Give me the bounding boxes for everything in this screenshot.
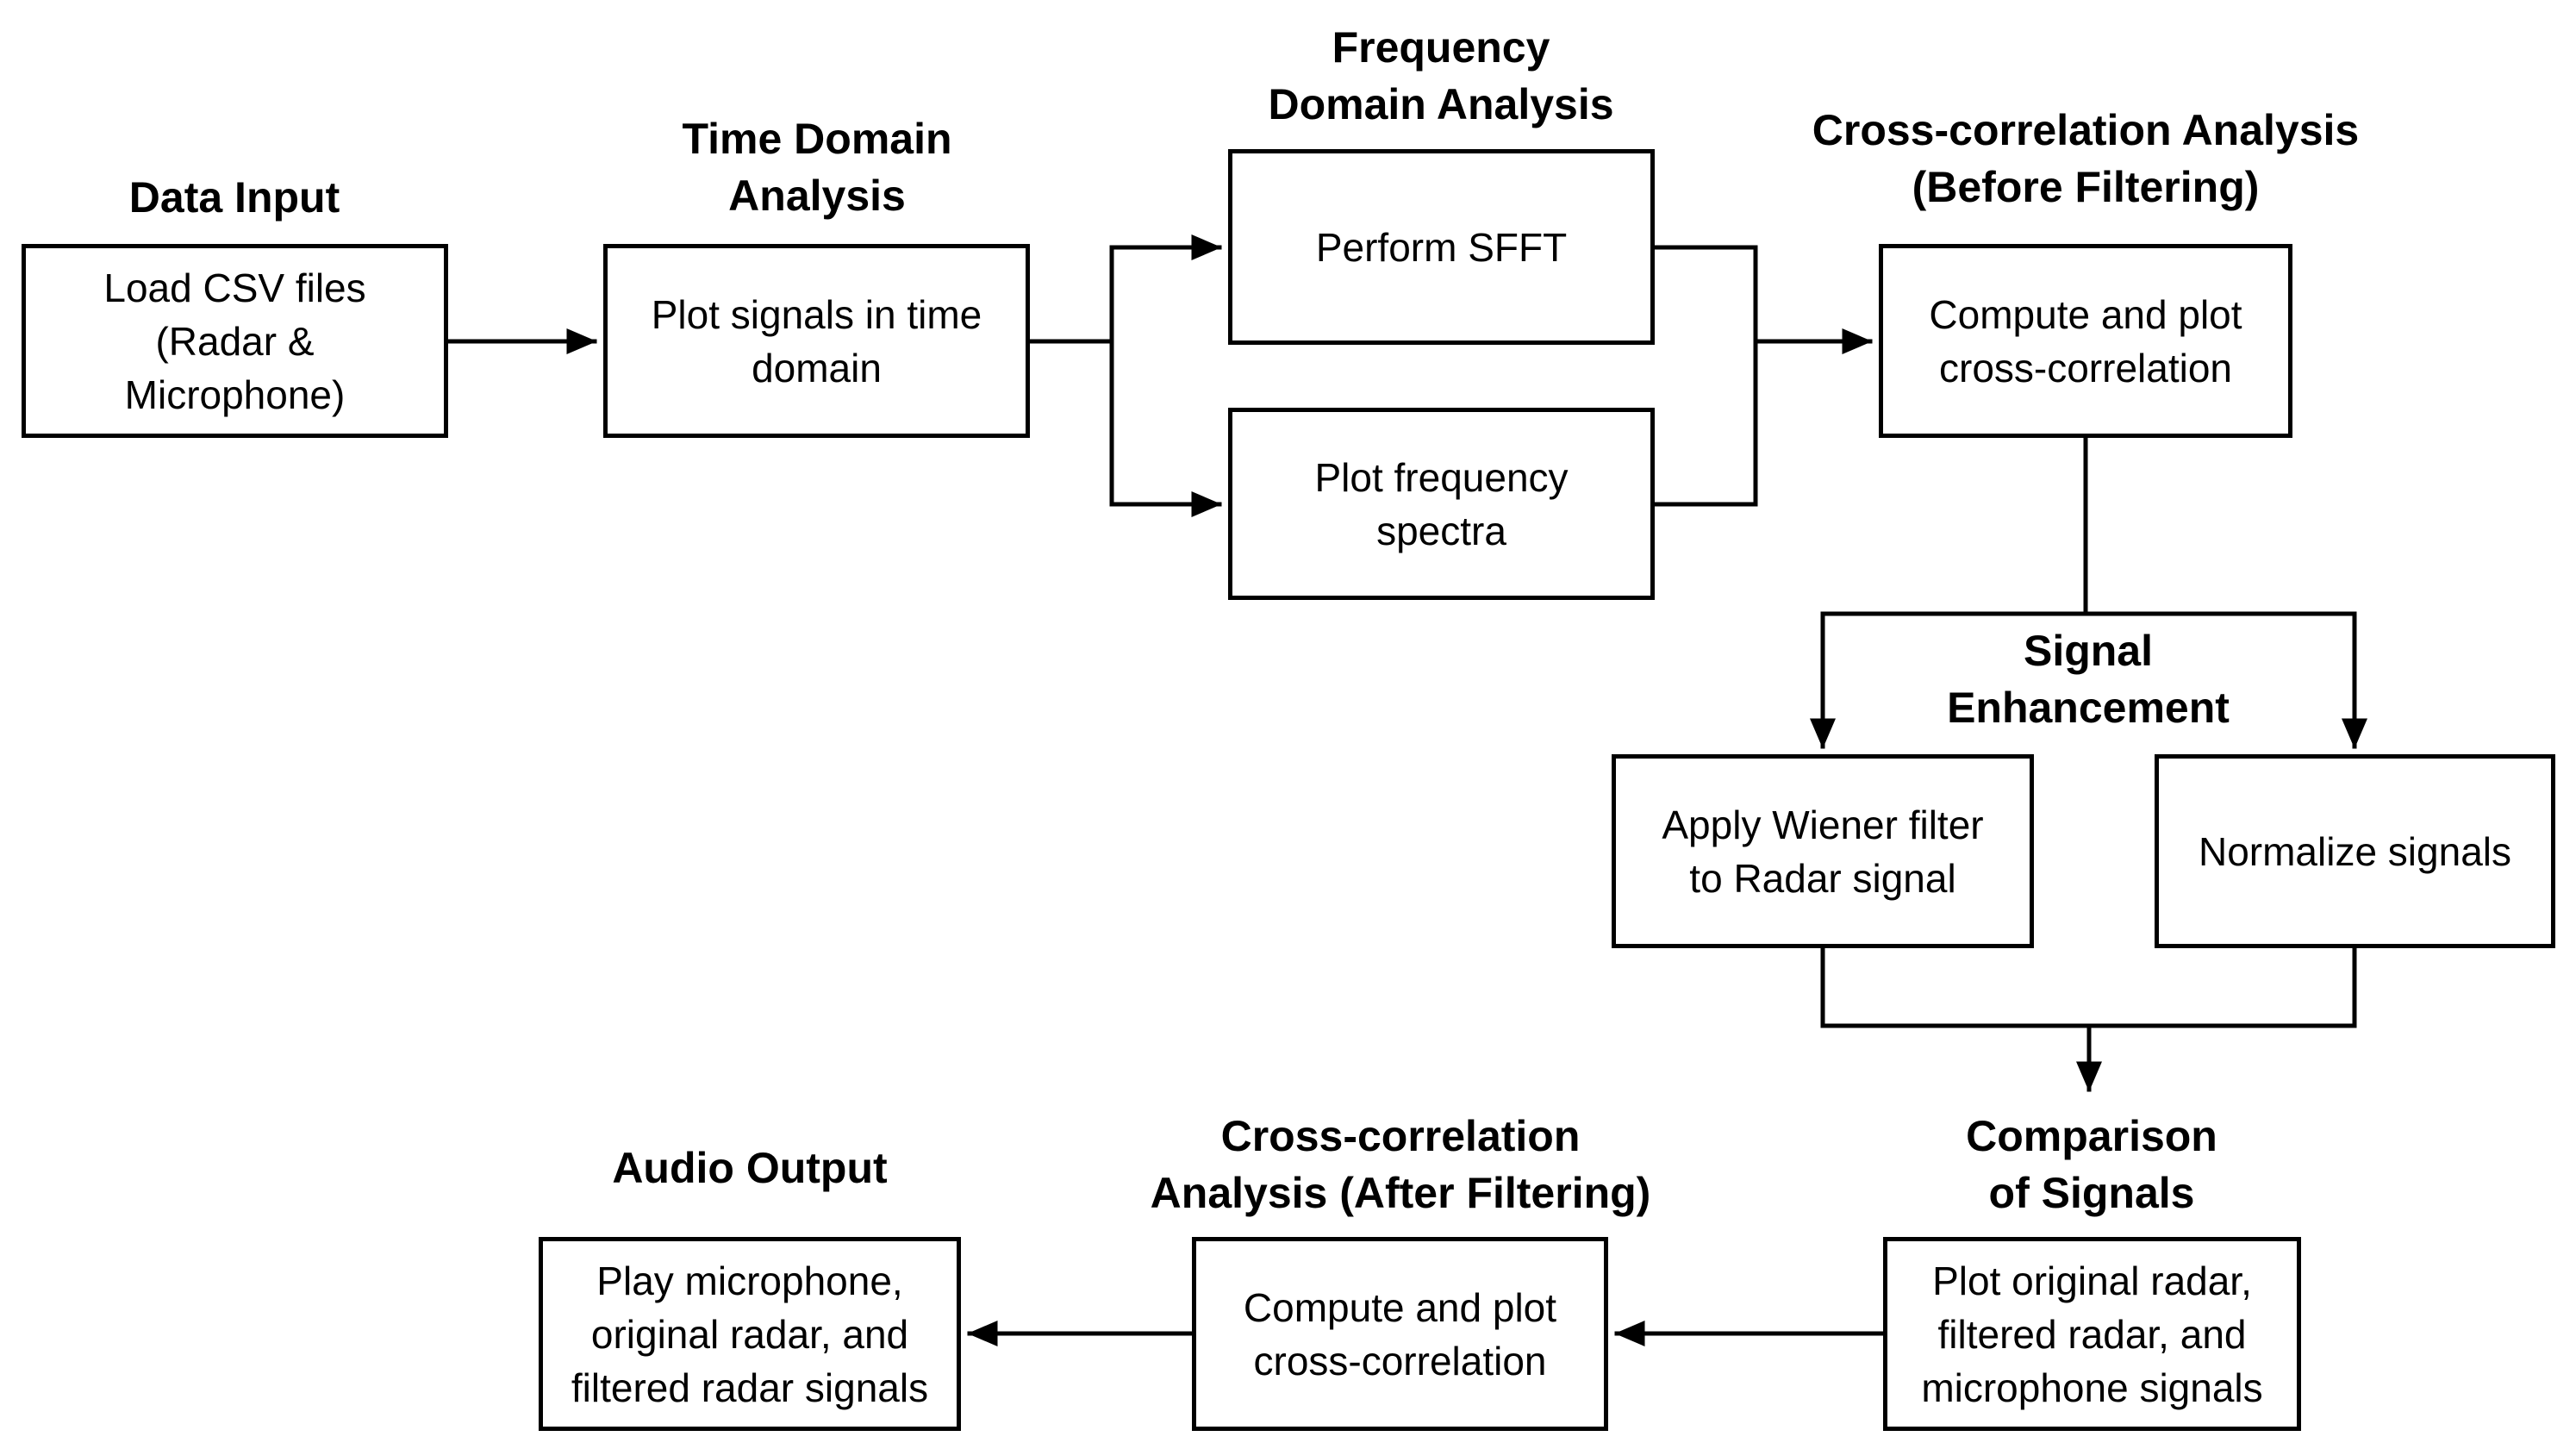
label-line: domain — [752, 345, 882, 390]
stage-title-signal-enhancement: Signal Enhancement — [1947, 622, 2230, 736]
label-line: Perform SFFT — [1315, 224, 1568, 270]
title-line: Enhancement — [1947, 684, 2230, 732]
node-plot-time-domain: Plot signals in time domain — [603, 244, 1030, 438]
title-line: Data Input — [128, 173, 340, 222]
title-line: Audio Output — [612, 1144, 888, 1192]
label-line: cross-correlation — [1939, 345, 2232, 390]
title-line: (Before Filtering) — [1912, 163, 2260, 211]
label-line: Plot frequency — [1314, 454, 1569, 500]
title-line: of Signals — [1988, 1169, 2195, 1217]
node-perform-sfft: Perform SFFT — [1228, 149, 1655, 345]
label-line: to Radar signal — [1689, 855, 1956, 901]
label-line: microphone signals — [1921, 1365, 2263, 1410]
label-line: Normalize signals — [2198, 828, 2511, 874]
label-line: spectra — [1376, 508, 1506, 553]
label-line: cross-correlation — [1253, 1338, 1547, 1383]
stage-title-audio-output: Audio Output — [612, 1140, 887, 1196]
title-line: Cross-correlation — [1220, 1112, 1581, 1160]
label-line: Plot signals in time — [651, 291, 982, 337]
label-line: filtered radar signals — [571, 1365, 929, 1410]
stage-title-frequency-domain: Frequency Domain Analysis — [1268, 19, 1613, 133]
node-plot-frequency-spectra: Plot frequency spectra — [1228, 408, 1655, 600]
stage-title-comparison: Comparison of Signals — [1966, 1108, 2217, 1221]
title-line: Signal — [2023, 627, 2154, 675]
node-cross-correlation-before: Compute and plot cross-correlation — [1879, 244, 2292, 438]
stage-title-cross-correlation-before: Cross-correlation Analysis (Before Filte… — [1812, 102, 2359, 215]
label-line: (Radar & — [155, 318, 315, 364]
label-line: filtered radar, and — [1937, 1311, 2247, 1357]
stage-title-time-domain: Time Domain Analysis — [682, 110, 951, 224]
title-line: Cross-correlation Analysis — [1812, 106, 2360, 154]
label-line: Play microphone, — [596, 1258, 903, 1303]
title-line: Frequency — [1332, 23, 1550, 72]
node-play-audio-signals: Play microphone, original radar, and fil… — [539, 1237, 961, 1431]
title-line: Domain Analysis — [1268, 80, 1614, 128]
label-line: Plot original radar, — [1932, 1258, 2252, 1303]
node-load-csv-files: Load CSV files (Radar & Microphone) — [22, 244, 448, 438]
title-line: Analysis (After Filtering) — [1150, 1169, 1651, 1217]
title-line: Comparison — [1966, 1112, 2217, 1160]
label-line: Compute and plot — [1929, 291, 2242, 337]
label-line: Apply Wiener filter — [1662, 802, 1984, 847]
stage-title-cross-correlation-after: Cross-correlation Analysis (After Filter… — [1151, 1108, 1651, 1221]
label-line: Load CSV files — [103, 265, 366, 310]
title-line: Time Domain — [682, 115, 952, 163]
label-line: original radar, and — [590, 1311, 909, 1357]
label-line: Compute and plot — [1243, 1284, 1557, 1330]
node-plot-comparison-signals: Plot original radar, filtered radar, and… — [1883, 1237, 2301, 1431]
stage-title-data-input: Data Input — [129, 169, 340, 226]
node-apply-wiener-filter: Apply Wiener filter to Radar signal — [1612, 754, 2034, 948]
label-line: Microphone) — [124, 372, 346, 417]
title-line: Analysis — [728, 172, 906, 220]
node-cross-correlation-after: Compute and plot cross-correlation — [1192, 1237, 1608, 1431]
node-normalize-signals: Normalize signals — [2155, 754, 2555, 948]
